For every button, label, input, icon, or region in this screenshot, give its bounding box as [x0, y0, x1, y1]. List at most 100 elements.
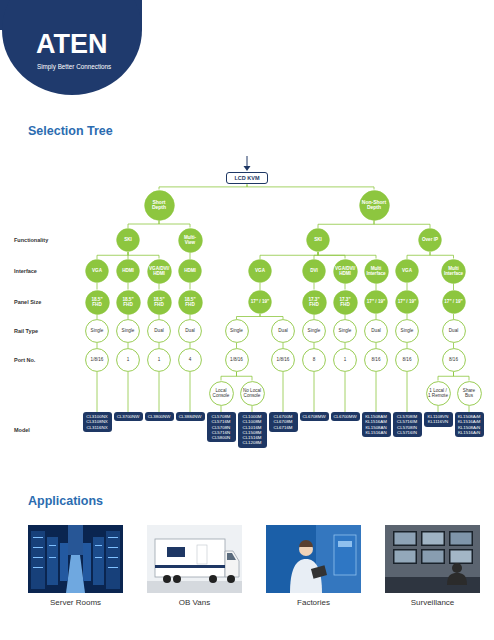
text-holder: Single — [122, 328, 135, 333]
connector-line — [236, 343, 237, 348]
circle-outline — [365, 349, 388, 372]
text-holder: 17.3" FHD — [335, 297, 355, 307]
text-holder: 1/8/16 — [277, 357, 290, 362]
text-holder: VGA/DVI/ HDMI — [149, 266, 169, 276]
circle-outline — [334, 320, 357, 343]
node-label: Single — [91, 328, 104, 333]
node-label: 1/8/16 — [230, 357, 243, 362]
text-holder: CL6708MW — [302, 414, 327, 419]
category-circle: Non-Short Depth — [359, 190, 390, 221]
text-holder: 1/8/16 — [91, 357, 104, 362]
node-label: VGA — [402, 268, 412, 273]
option-circle: 18.5" FHD — [85, 290, 110, 315]
node-label: CL3700NW — [116, 414, 141, 419]
circle-outline — [178, 228, 202, 252]
node-label: 18.5" FHD — [149, 297, 169, 307]
circle-outline — [442, 259, 466, 283]
row-label: Functionality — [14, 237, 48, 244]
option-circle: 17" / 19" — [442, 290, 466, 314]
circle-outline — [359, 190, 389, 220]
connector-line — [345, 343, 346, 348]
photo-caption: Factories — [297, 598, 330, 608]
option-circle: DVI — [302, 259, 326, 283]
text-holder: CL6700M CL6708M CL6716M — [271, 414, 296, 430]
option-circle-outline: Local Console — [209, 381, 234, 406]
circle-outline — [117, 260, 140, 283]
node-label: 17.3" FHD — [304, 297, 324, 307]
circle-outline — [179, 260, 202, 283]
option-circle: Multi Interface — [441, 259, 466, 284]
model-box: KL1508AiM KL1516AiM KL1508AiN KL1516AiN — [455, 412, 484, 437]
node-label: 1 — [127, 357, 130, 362]
connector-line — [159, 284, 160, 290]
node-label: 1/8/16 — [91, 357, 104, 362]
connector-line — [314, 252, 318, 259]
text-holder: Dual — [449, 328, 458, 333]
node-label: Local Console — [211, 388, 231, 398]
option-circle-outline: 1/8/16 — [271, 348, 295, 372]
model-box: CL5708IM CL5716IM CL5708IN CL5716IN — [393, 412, 422, 437]
category-circle: Short Depth — [144, 190, 175, 221]
connector-line — [283, 343, 284, 348]
node-label: CL3884NW — [178, 414, 203, 419]
option-circle-outline: Dual — [147, 319, 171, 343]
node-label: 17.3" FHD — [335, 297, 355, 307]
node-label: VGA — [255, 268, 265, 273]
logo-shape — [0, 0, 142, 95]
connector-line — [345, 315, 346, 320]
node-label: CL6700M CL6708M CL6716M — [271, 414, 296, 430]
server-room-photo — [28, 525, 123, 593]
row-label: Rail Type — [14, 328, 38, 335]
connector-line — [438, 372, 454, 381]
text-holder: Local Console — [211, 388, 231, 398]
node-label: Multi Interface — [444, 266, 464, 276]
text-holder: CL3884NW — [178, 414, 203, 419]
text-holder: 18.5" FHD — [87, 297, 107, 307]
option-circle-outline: 8 — [302, 348, 326, 372]
circle-outline — [303, 320, 326, 343]
text-holder: SKI — [124, 237, 132, 242]
option-circle: 18.5" FHD — [147, 290, 172, 315]
connector-line — [128, 283, 129, 290]
node-label: Dual — [449, 328, 458, 333]
option-circle-outline: Share Bus — [457, 381, 482, 406]
option-circle-outline: 1/8/16 — [85, 348, 109, 372]
node-label: Single — [339, 328, 352, 333]
text-holder: 18.5" FHD — [118, 297, 138, 307]
circle-outline — [419, 229, 442, 252]
node-label: VGA/DVI/ HDMI — [335, 266, 355, 276]
circle-outline — [365, 320, 388, 343]
connector-line — [221, 372, 237, 381]
option-circle: 18.5" FHD — [178, 290, 203, 315]
connector-line — [453, 343, 454, 348]
option-circle: VGA — [395, 259, 419, 283]
node-label: KL1108VN KL1116VN — [426, 414, 451, 425]
circle-outline — [272, 349, 295, 372]
connector-line — [97, 372, 98, 412]
text-holder: VGA/DVI/ HDMI — [335, 266, 355, 276]
connector-line — [283, 372, 284, 412]
node-label: Share Bus — [459, 388, 479, 398]
text-holder: Single — [230, 328, 243, 333]
model-box: CL6708MW — [300, 412, 329, 421]
node-label: No Local Console — [242, 388, 262, 398]
option-circle-outline: Single — [395, 319, 419, 343]
circle-outline — [240, 381, 264, 405]
row-label: Port No. — [14, 357, 35, 364]
option-circle-outline: 4 — [178, 348, 202, 372]
node-label: 8 — [313, 357, 316, 362]
text-holder: Multi Interface — [444, 266, 464, 276]
text-holder: Over IP — [422, 237, 438, 242]
connector-line — [374, 221, 430, 229]
connector-line — [453, 284, 454, 291]
circle-outline — [442, 320, 465, 343]
option-circle-outline: Dual — [178, 319, 202, 343]
option-circle-outline: 1 — [333, 348, 357, 372]
text-holder: KL1508AM KL1516AM KL1508AN KL1516AN — [364, 414, 389, 435]
circle-outline — [426, 381, 450, 405]
connector-line — [260, 314, 283, 319]
text-holder: Single — [339, 328, 352, 333]
node-label: DVI — [310, 268, 318, 273]
